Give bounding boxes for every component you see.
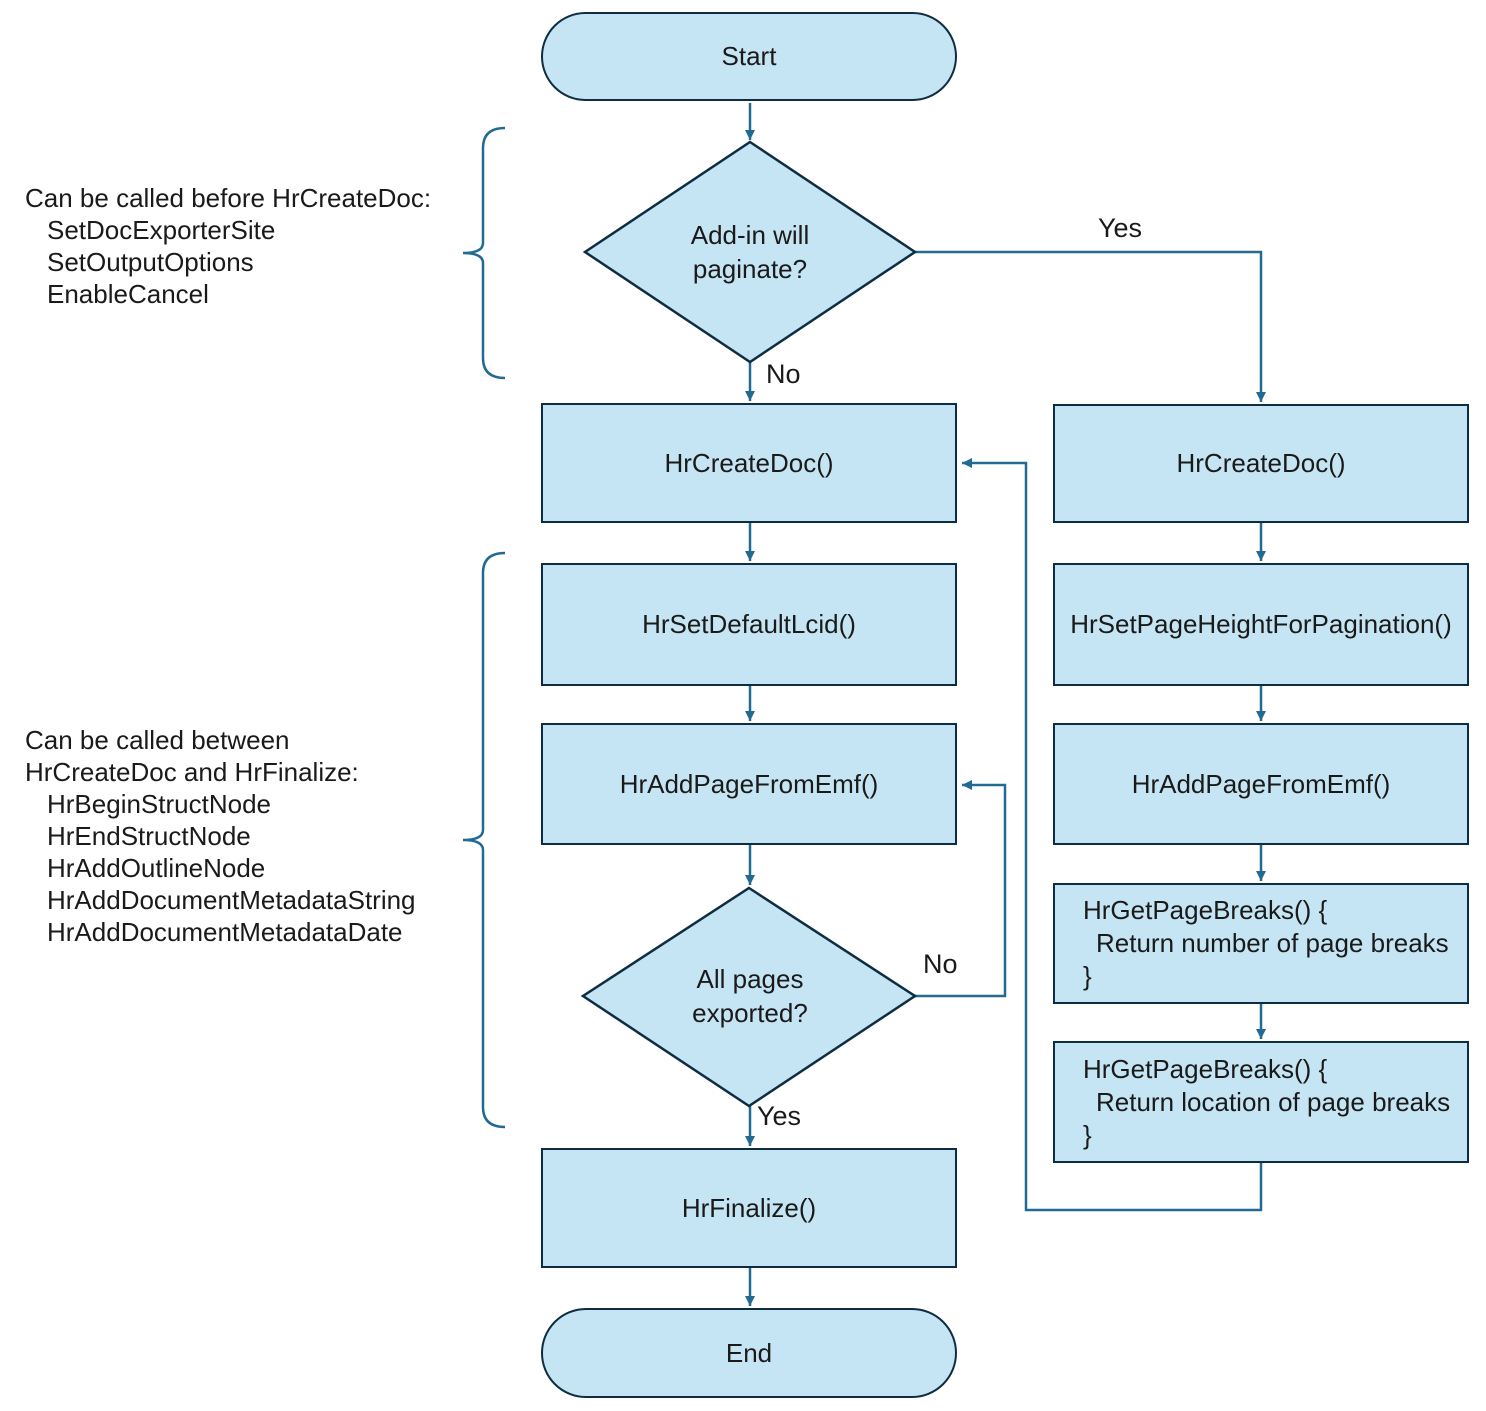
annotation-item: EnableCancel: [47, 279, 209, 309]
node-addpage-main-label: HrAddPageFromEmf(): [619, 768, 879, 799]
annotation-item: HrAddDocumentMetadataDate: [47, 917, 403, 947]
getpagebreaks-number-line1: HrGetPageBreaks() {: [1083, 895, 1328, 925]
node-getpagebreaks-number: HrGetPageBreaks() { Return number of pag…: [1053, 883, 1469, 1004]
annotation-before-createdoc: Can be called before HrCreateDoc: SetDoc…: [25, 182, 455, 310]
annotation-item: HrAddOutlineNode: [47, 853, 266, 883]
braces: [462, 126, 506, 1129]
node-start: Start: [541, 12, 957, 101]
getpagebreaks-location-line3: }: [1083, 1119, 1092, 1150]
getpagebreaks-location-line1: HrGetPageBreaks() {: [1083, 1053, 1328, 1084]
brace-between-createdoc-finalize: [462, 551, 506, 1129]
decision-all-pages-diamond: [580, 886, 918, 1108]
annotation-before-createdoc-title: Can be called before HrCreateDoc:: [25, 183, 432, 213]
node-end: End: [541, 1308, 957, 1398]
node-createdoc-paginate-label: HrCreateDoc(): [1176, 448, 1346, 478]
getpagebreaks-location-line2: Return location of page breaks: [1096, 1086, 1451, 1117]
node-createdoc-paginate: HrCreateDoc(): [1053, 404, 1469, 523]
node-getpagebreaks-location: HrGetPageBreaks() { Return location of p…: [1053, 1041, 1469, 1163]
edge-label-paginate-no: No: [766, 359, 801, 389]
getpagebreaks-number-line2: Return number of page breaks: [1096, 928, 1449, 958]
node-setdefaultlcid-label: HrSetDefaultLcid(): [642, 609, 856, 639]
edge-label-all-pages-yes: Yes: [757, 1101, 802, 1131]
node-finalize-label: HrFinalize(): [681, 1192, 817, 1223]
edge-paginate-yes: [915, 250, 1266, 402]
node-end-label: End: [725, 1337, 773, 1368]
annotation-item: HrBeginStructNode: [47, 789, 271, 819]
brace-before-createdoc: [462, 126, 506, 380]
connectors: [745, 103, 1266, 1306]
node-addpage-paginate-label: HrAddPageFromEmf(): [1131, 768, 1391, 799]
annotation-between-createdoc-finalize: Can be called between HrCreateDoc and Hr…: [25, 724, 445, 948]
annotation-item: SetOutputOptions: [47, 247, 254, 277]
annotation-between-title: Can be called between HrCreateDoc and Hr…: [25, 725, 359, 787]
decision-all-pages-label: All pages exported?: [692, 964, 808, 1028]
decision-paginate-diamond: [582, 140, 918, 364]
edge-label-all-pages-no: No: [923, 949, 958, 979]
decision-paginate-label: Add-in will paginate?: [690, 220, 810, 284]
node-createdoc-main-label: HrCreateDoc(): [664, 447, 834, 478]
node-addpage-paginate: HrAddPageFromEmf(): [1053, 723, 1469, 845]
node-setpageheight: HrSetPageHeightForPagination(): [1053, 563, 1469, 686]
node-setdefaultlcid: HrSetDefaultLcid(): [541, 563, 957, 686]
node-setpageheight-label: HrSetPageHeightForPagination(): [1070, 609, 1452, 639]
annotation-item: SetDocExporterSite: [47, 215, 276, 245]
edge-breaks2-return-to-createdoc: [962, 458, 1263, 1212]
node-start-label: Start: [721, 41, 777, 71]
annotation-item: HrAddDocumentMetadataString: [47, 885, 416, 915]
node-addpage-main: HrAddPageFromEmf(): [541, 723, 957, 845]
edge-label-paginate-yes: Yes: [1098, 213, 1143, 243]
node-createdoc-main: HrCreateDoc(): [541, 403, 957, 523]
getpagebreaks-number-line3: }: [1083, 961, 1092, 991]
edge-allpages-no-loop: [915, 780, 1007, 998]
annotation-item: HrEndStructNode: [47, 821, 251, 851]
node-finalize: HrFinalize(): [541, 1148, 957, 1268]
